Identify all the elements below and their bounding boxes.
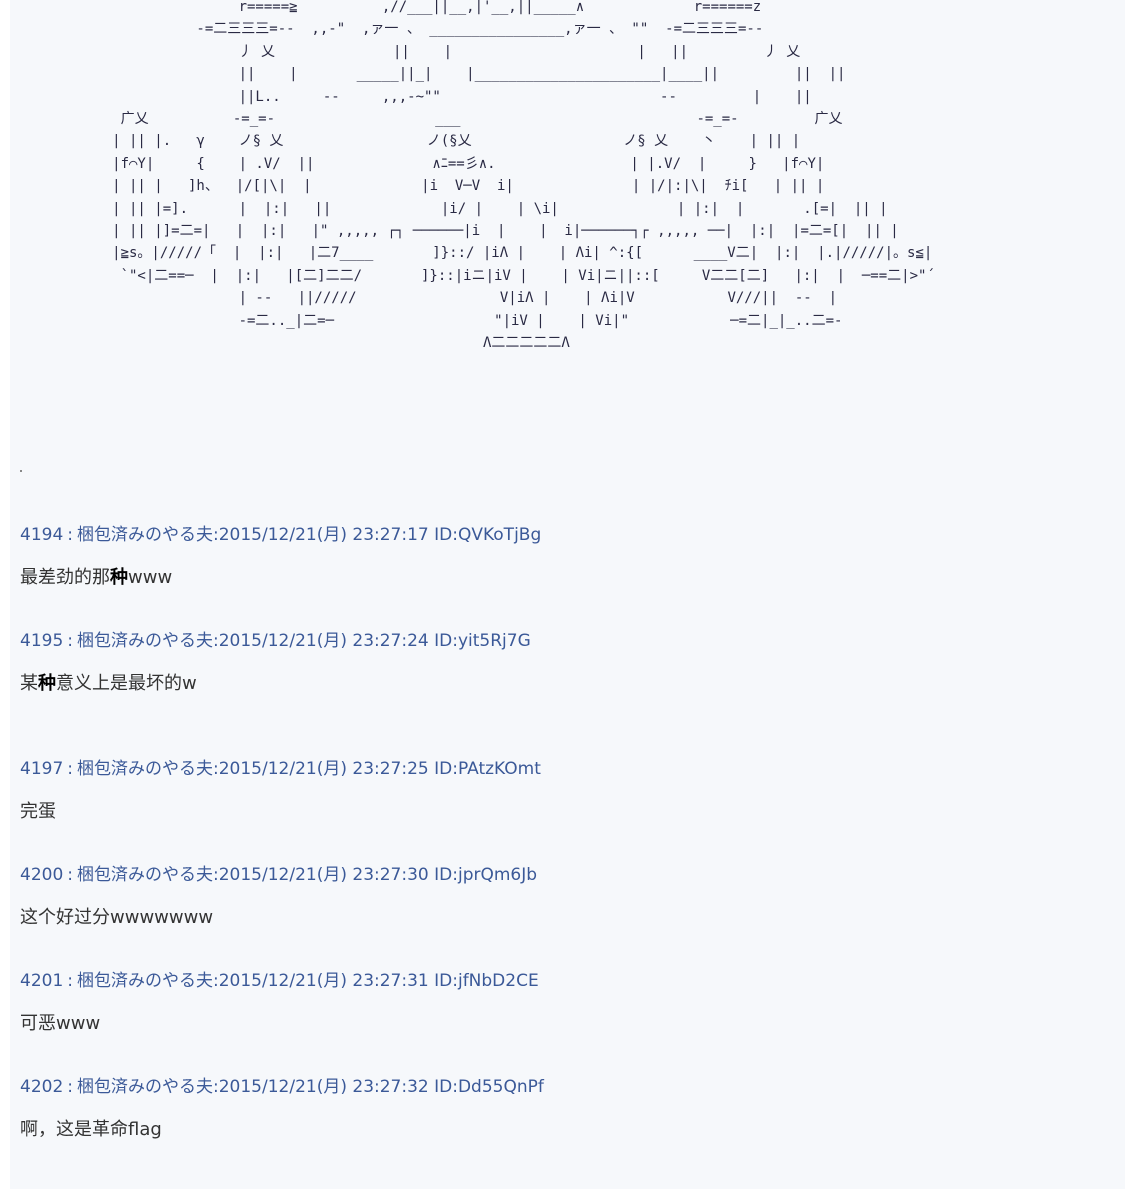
post-number[interactable]: 4202 [20,1077,64,1097]
post-header: 4202:梱包済みのやる夫:2015/12/21(月) 23:27:32 ID:… [20,1072,544,1097]
post-body-highlight: 种 [38,673,56,694]
poster-name: 梱包済みのやる夫 [77,865,213,885]
ascii-art-line-11: |≧s。|/////「 | |:| |二7____ ]}::/ |iΛ | | … [70,245,933,262]
post-body-text: 完蛋 [20,801,56,822]
post-body-text-tail: www [128,567,173,588]
post-number[interactable]: 4200 [20,865,64,885]
ascii-art-line-9: | || |=]. | |:| || |i/ | | \i| | |:| | .… [70,200,888,217]
ascii-art-line-4: ||L.. -- ,,,-~"" -- | || [70,88,812,105]
poster-id[interactable]: ID:Dd55QnPf [428,1077,544,1097]
post-4200: 4200:梱包済みのやる夫:2015/12/21(月) 23:27:30 ID:… [20,860,537,929]
poster-name: 梱包済みのやる夫 [77,759,213,779]
ascii-art-line-0: r=====≧ ,//___||__,|'__,||_____∧ r======… [70,0,762,15]
post-body-text: 可恶www [20,1013,101,1034]
ascii-art-line-5: 广乂 -=_=- ___ -=_=- 广乂 [70,111,843,128]
ascii-art-line-1: -=二三三三=-- ,,-" ,ァ一 、 ________________,ァ一… [70,21,764,38]
post-body-highlight: 种 [110,567,128,588]
post-4197: 4197:梱包済みのやる夫:2015/12/21(月) 23:27:25 ID:… [20,754,541,823]
post-date: :2015/12/21(月) 23:27:25 [213,759,429,779]
post-header: 4194:梱包済みのやる夫:2015/12/21(月) 23:27:17 ID:… [20,520,541,545]
ascii-art-line-8: | || | ]h、 |/[|\| | |i V─V i| | |/|:|\| … [70,178,825,195]
post-4194: 4194:梱包済みのやる夫:2015/12/21(月) 23:27:17 ID:… [20,520,541,589]
post-date: :2015/12/21(月) 23:27:30 [213,865,429,885]
ascii-art-illustration: r=====≧ ,//___||__,|'__,||_____∧ r======… [70,0,935,356]
post-body: 啊，这是革命flag [20,1115,544,1141]
post-header: 4195:梱包済みのやる夫:2015/12/21(月) 23:27:24 ID:… [20,626,531,651]
post-body-text-tail: 意义上是最坏的w [56,673,197,694]
post-number[interactable]: 4197 [20,759,64,779]
poster-name: 梱包済みのやる夫 [77,525,213,545]
post-separator: : [67,631,73,651]
post-4195: 4195:梱包済みのやる夫:2015/12/21(月) 23:27:24 ID:… [20,626,531,695]
post-number[interactable]: 4195 [20,631,64,651]
post-separator: : [67,971,73,991]
post-header: 4197:梱包済みのやる夫:2015/12/21(月) 23:27:25 ID:… [20,754,541,779]
stray-dot [20,470,22,472]
ascii-art-line-13: | -- ||///// V|iΛ | | Λi|V V///|| -- | [70,290,838,307]
post-number[interactable]: 4194 [20,525,64,545]
ascii-art-line-10: | || |]=二=| | |:| |" ,,,,, ┌┐ ──────|i |… [70,223,899,240]
post-separator: : [67,525,73,545]
post-body: 这个好过分wwwwwww [20,903,537,929]
post-body-text: 这个好过分wwwwwww [20,907,214,928]
poster-id[interactable]: ID:jfNbD2CE [428,971,539,991]
post-separator: : [67,865,73,885]
poster-id[interactable]: ID:jprQm6Jb [428,865,538,885]
post-body-text: 啊，这是革命flag [20,1119,162,1140]
post-body: 某种意义上是最坏的w [20,669,531,695]
post-date: :2015/12/21(月) 23:27:32 [213,1077,429,1097]
post-date: :2015/12/21(月) 23:27:24 [213,631,429,651]
post-separator: : [67,1077,73,1097]
ascii-art-line-2: 丿 乂 || | | || 丿 乂 [70,43,801,60]
post-date: :2015/12/21(月) 23:27:17 [213,525,429,545]
post-4202: 4202:梱包済みのやる夫:2015/12/21(月) 23:27:32 ID:… [20,1072,544,1141]
ascii-art-line-3: || | _____||_| |______________________|_… [70,66,846,83]
poster-name: 梱包済みのやる夫 [77,1077,213,1097]
post-body: 完蛋 [20,797,541,823]
post-separator: : [67,759,73,779]
ascii-art-line-15: Λ二二二二二Λ [70,335,570,352]
post-body: 可恶www [20,1009,539,1035]
post-body: 最差劲的那种www [20,563,541,589]
post-date: :2015/12/21(月) 23:27:31 [213,971,429,991]
poster-id[interactable]: ID:QVKoTjBg [428,525,542,545]
poster-id[interactable]: ID:yit5Rj7G [428,631,531,651]
thread-page: r=====≧ ,//___||__,|'__,||_____∧ r======… [10,0,1125,1189]
poster-name: 梱包済みのやる夫 [77,971,213,991]
ascii-art-line-12: `"<|二==─ | |:| |[二]二二/ ]}::|iニ|iV | | Vi… [70,267,935,284]
poster-name: 梱包済みのやる夫 [77,631,213,651]
ascii-art-line-6: | || |. γ ノ§ 乂 ノ(§乂 ノ§ 乂 丶 | || | [70,133,801,150]
post-body-text: 某 [20,673,38,694]
post-number[interactable]: 4201 [20,971,64,991]
post-body-text: 最差劲的那 [20,567,110,588]
post-header: 4201:梱包済みのやる夫:2015/12/21(月) 23:27:31 ID:… [20,966,539,991]
post-header: 4200:梱包済みのやる夫:2015/12/21(月) 23:27:30 ID:… [20,860,537,885]
post-4201: 4201:梱包済みのやる夫:2015/12/21(月) 23:27:31 ID:… [20,966,539,1035]
ascii-art-line-14: -=二.._|二=─ "|iV | | Vi|" ─=二|_|_..二=- [70,312,843,329]
poster-id[interactable]: ID:PAtzKOmt [428,759,541,779]
ascii-art-line-7: |f⌒Y| { | .V/ || ∧ﾆ==彡∧. | |.V/ | } |f⌒Y… [70,155,825,172]
